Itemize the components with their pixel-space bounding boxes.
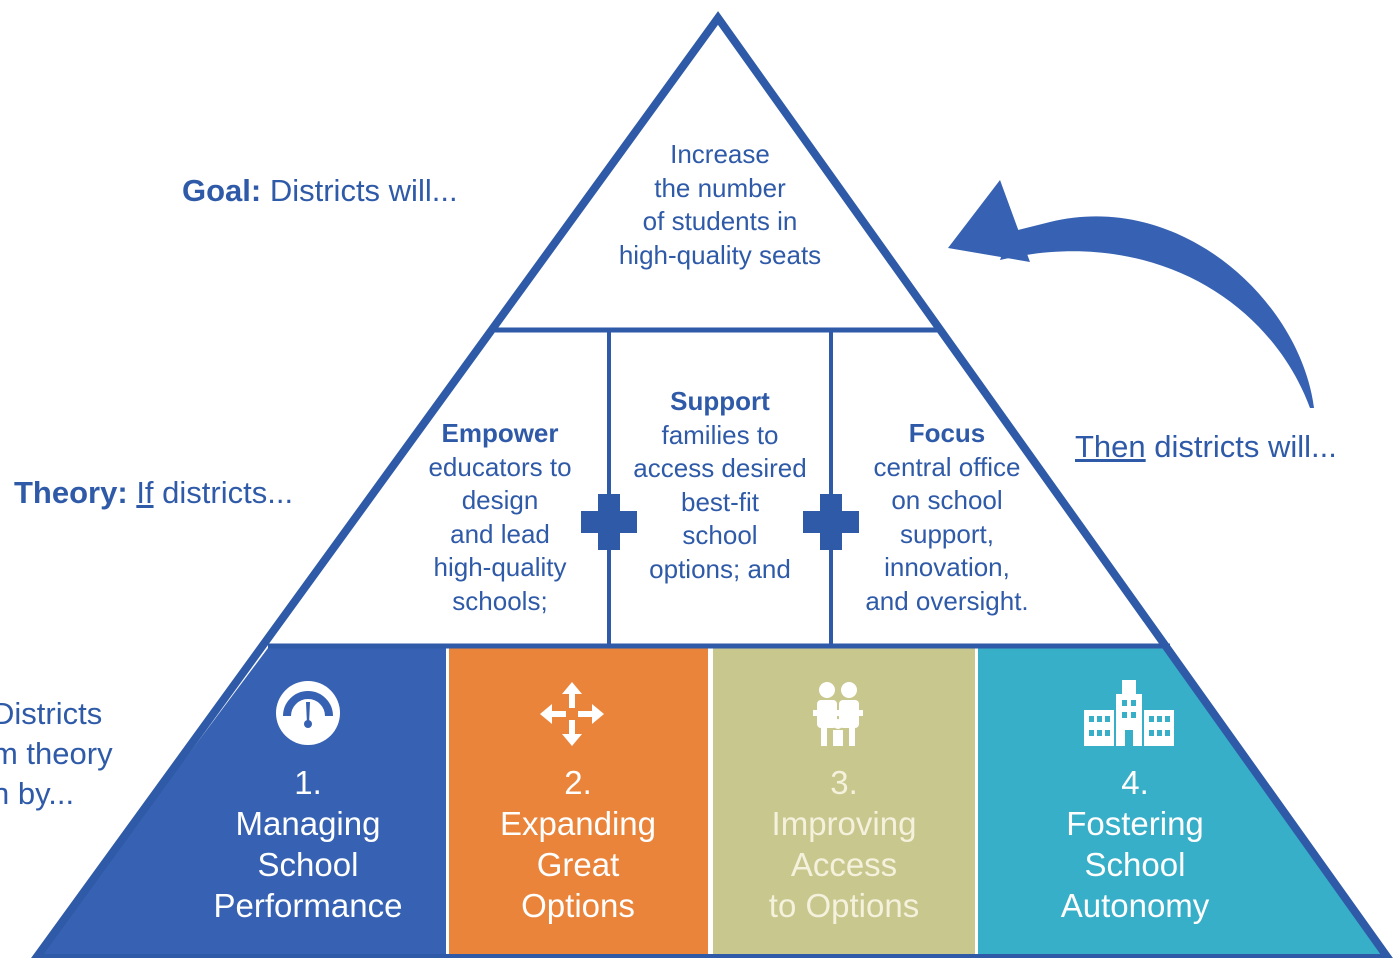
strategy-managing: 1. Managing School Performance: [213, 764, 403, 924]
plus-icon-2: [803, 494, 859, 550]
theory-support: Support families to access desired best-…: [633, 386, 807, 584]
theory-label: Theory: If districts...: [14, 475, 294, 510]
band-fostering: [978, 648, 1385, 958]
goal-label: Goal: Districts will...: [182, 173, 458, 208]
strategy-expanding: 2. Expanding Great Options: [500, 764, 656, 924]
band-improving: [713, 648, 975, 958]
then-label: Then districts will...: [1075, 429, 1337, 464]
family-icon: [813, 682, 863, 746]
arrows-expand-icon: [540, 682, 604, 746]
plus-icon-1: [581, 494, 637, 550]
goal-statement: Increase the number of students in high-…: [618, 139, 822, 270]
arrow-head: [948, 180, 1030, 262]
strategy-fostering: 4. Fostering School Autonomy: [1060, 764, 1210, 924]
band-expanding: [448, 648, 708, 958]
theory-empower: Empower educators to design and lead hig…: [428, 418, 572, 616]
curved-arrow-icon: [1000, 216, 1314, 408]
school-building-icon: [1084, 680, 1174, 746]
strategy-label-cut: Districts m theory n by...: [0, 696, 113, 811]
gauge-icon: [276, 681, 340, 745]
band-managing: [36, 648, 448, 958]
strategy-improving: 3. Improving Access to Options: [768, 764, 920, 924]
pyramid-outline: [31, 11, 1393, 958]
theory-focus: Focus central office on school support, …: [865, 418, 1029, 616]
